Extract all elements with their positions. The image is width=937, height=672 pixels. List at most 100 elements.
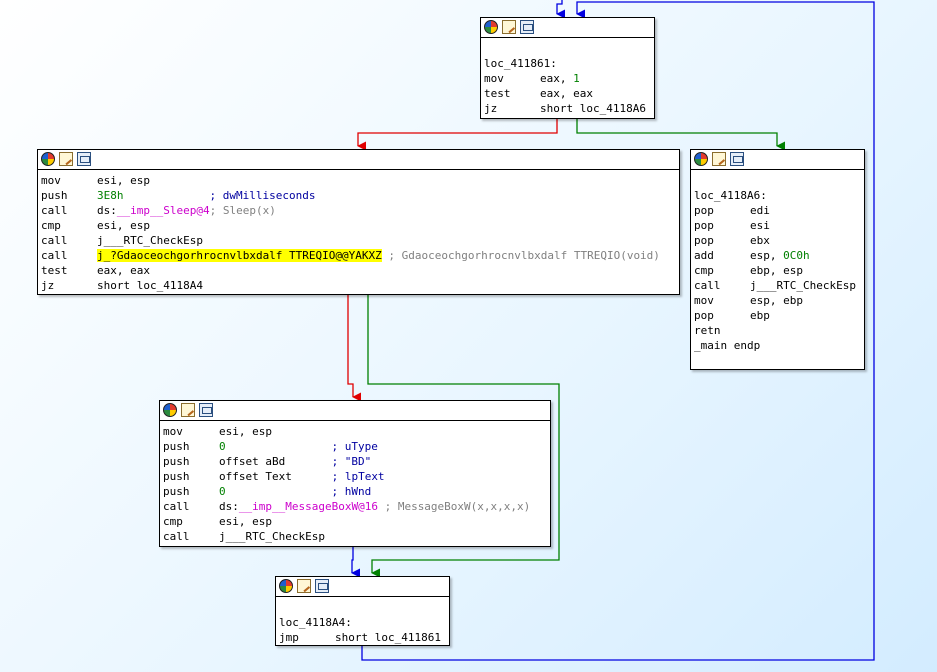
rename-node-icon[interactable] [59, 152, 73, 166]
instruction-mnemonic[interactable]: call [163, 500, 190, 513]
instruction-operand[interactable]: esi, esp [97, 219, 150, 232]
set-node-color-icon[interactable] [694, 152, 708, 166]
instruction-operand[interactable]: j___RTC_CheckEsp [97, 234, 203, 247]
instruction-operand[interactable]: ebp [750, 309, 770, 322]
code-line[interactable]: call j___RTC_CheckEsp [694, 278, 864, 293]
group-nodes-icon[interactable] [520, 20, 534, 34]
imported-function-name[interactable]: __imp__Sleep@4 [116, 204, 210, 217]
instruction-mnemonic[interactable]: retn [694, 324, 721, 337]
code-line[interactable]: _main endp [694, 338, 864, 353]
highlighted-function-name[interactable]: j_?Gdaoceochgorhrocnvlbxdalf TTREQIO@@YA… [97, 249, 382, 262]
instruction-mnemonic[interactable]: pop [694, 234, 714, 247]
instruction-mnemonic[interactable]: jmp [279, 631, 299, 644]
instruction-operand[interactable]: short loc_4118A6 [540, 102, 646, 115]
instruction-operand[interactable]: j___RTC_CheckEsp [219, 530, 325, 543]
code-line[interactable]: loc_4118A4: [279, 615, 449, 630]
rename-node-icon[interactable] [502, 20, 516, 34]
instruction-mnemonic[interactable]: push [163, 455, 190, 468]
code-line[interactable]: cmp ebp, esp [694, 263, 864, 278]
set-node-color-icon[interactable] [484, 20, 498, 34]
instruction-operand[interactable]: j___RTC_CheckEsp [750, 279, 856, 292]
code-line[interactable]: mov esp, ebp [694, 293, 864, 308]
instruction-operand[interactable]: offset Text [219, 470, 292, 483]
instruction-operand[interactable]: esp, ebp [750, 294, 803, 307]
instruction-mnemonic[interactable]: push [41, 189, 68, 202]
instruction-mnemonic[interactable]: call [694, 279, 721, 292]
instruction-operand[interactable]: short loc_4118A4 [97, 279, 203, 292]
code-line[interactable]: call j_?Gdaoceochgorhrocnvlbxdalf TTREQIO… [41, 248, 679, 263]
instruction-mnemonic[interactable]: mov [41, 174, 61, 187]
instruction-mnemonic[interactable]: call [41, 249, 68, 262]
instruction-mnemonic[interactable]: pop [694, 219, 714, 232]
edge-incoming-to-top[interactable] [556, 0, 566, 19]
instruction-mnemonic[interactable]: call [163, 530, 190, 543]
instruction-operand[interactable]: eax, eax [97, 264, 150, 277]
code-line[interactable] [279, 600, 449, 615]
edge-sleep-to-msgbox[interactable] [347, 294, 362, 402]
code-label[interactable]: _main endp [694, 339, 761, 352]
code-line[interactable] [694, 173, 864, 188]
instruction-mnemonic[interactable]: push [163, 485, 190, 498]
instruction-mnemonic[interactable]: jz [41, 279, 55, 292]
rename-node-icon[interactable] [297, 579, 311, 593]
rename-node-icon[interactable] [712, 152, 726, 166]
instruction-operand[interactable]: ebx [750, 234, 770, 247]
edge-top-to-exit[interactable] [576, 118, 786, 151]
code-line[interactable]: test eax, eax [41, 263, 679, 278]
instruction-operand[interactable]: offset aBd [219, 455, 286, 468]
instruction-mnemonic[interactable]: pop [694, 204, 714, 217]
group-nodes-icon[interactable] [730, 152, 744, 166]
instruction-operand[interactable]: eax, eax [540, 87, 593, 100]
code-line[interactable]: retn [694, 323, 864, 338]
edge-top-to-sleep[interactable] [357, 118, 558, 151]
edge-sleep-to-bottom[interactable] [367, 294, 560, 578]
instruction-operand[interactable]: esi, esp [219, 425, 272, 438]
set-node-color-icon[interactable] [163, 403, 177, 417]
instruction-mnemonic[interactable]: mov [694, 294, 714, 307]
rename-node-icon[interactable] [181, 403, 195, 417]
edge-bottom-loop-to-top[interactable] [361, 1, 875, 661]
edge-msgbox-to-bottom[interactable] [351, 546, 361, 578]
code-line[interactable]: jz short loc_4118A4 [41, 278, 679, 293]
imported-function-name[interactable]: __imp__MessageBoxW@16 [238, 500, 378, 513]
set-node-color-icon[interactable] [279, 579, 293, 593]
code-line[interactable]: call j___RTC_CheckEsp [163, 529, 550, 544]
instruction-operand[interactable]: ebp, esp [750, 264, 803, 277]
code-label[interactable]: loc_4118A6: [694, 189, 767, 202]
group-nodes-icon[interactable] [77, 152, 91, 166]
instruction-operand[interactable]: esi, esp [219, 515, 272, 528]
instruction-mnemonic[interactable]: pop [694, 309, 714, 322]
group-nodes-icon[interactable] [199, 403, 213, 417]
code-line[interactable]: pop ebx [694, 233, 864, 248]
instruction-operand[interactable]: esp, [750, 249, 784, 262]
instruction-mnemonic[interactable]: cmp [163, 515, 183, 528]
instruction-mnemonic[interactable]: add [694, 249, 714, 262]
instruction-operand[interactable]: edi [750, 204, 770, 217]
instruction-mnemonic[interactable]: push [163, 470, 190, 483]
code-line[interactable] [484, 41, 654, 56]
instruction-mnemonic[interactable]: cmp [694, 264, 714, 277]
instruction-mnemonic[interactable]: push [163, 440, 190, 453]
instruction-mnemonic[interactable]: test [41, 264, 68, 277]
